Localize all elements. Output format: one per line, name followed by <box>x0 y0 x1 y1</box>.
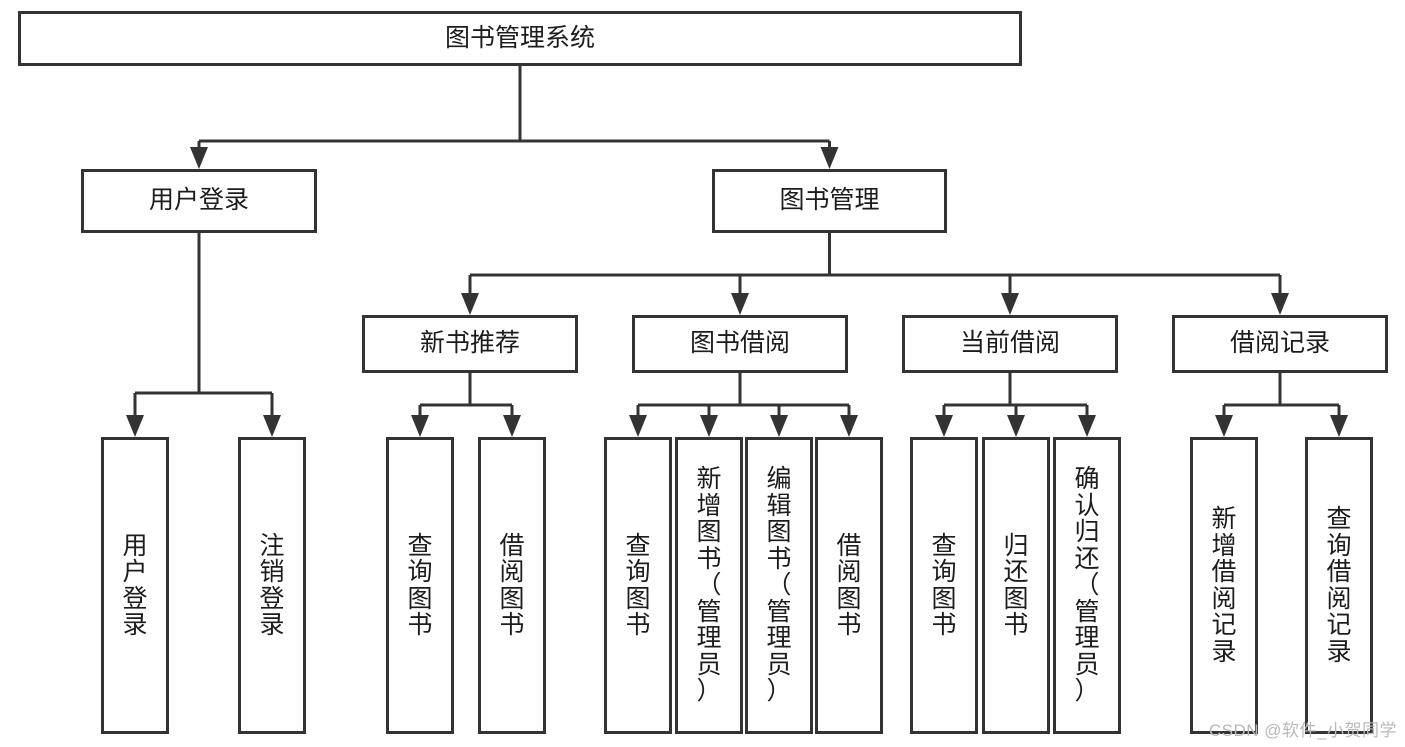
arrow-head-icon <box>1271 293 1289 315</box>
arrow-head-icon <box>770 415 788 437</box>
node-box-user-login[interactable] <box>81 169 317 233</box>
edges-layer <box>126 66 1348 437</box>
arrow-head-icon <box>1330 415 1348 437</box>
node-box-add-borrow-record[interactable] <box>1190 437 1258 734</box>
node-box-confirm-return[interactable] <box>1053 437 1121 734</box>
arrow-head-icon <box>1007 415 1025 437</box>
arrow-head-icon <box>700 415 718 437</box>
arrow-head-icon <box>190 147 208 169</box>
node-box-root[interactable] <box>18 11 1022 66</box>
node-box-query-book-1[interactable] <box>386 437 454 734</box>
node-box-book-manage[interactable] <box>712 169 947 233</box>
arrow-head-icon <box>263 415 281 437</box>
arrow-head-icon <box>411 415 429 437</box>
arrow-head-icon <box>731 293 749 315</box>
node-box-new-book-rec[interactable] <box>362 315 578 373</box>
node-box-borrow-book-2[interactable] <box>815 437 883 734</box>
arrow-head-icon <box>820 147 839 169</box>
arrow-head-icon <box>629 415 647 437</box>
arrow-head-icon <box>126 415 144 437</box>
arrow-head-icon <box>503 415 521 437</box>
arrow-head-icon <box>1078 415 1096 437</box>
arrow-head-icon <box>935 415 953 437</box>
node-box-borrow-record[interactable] <box>1172 315 1388 373</box>
node-box-user-login-do[interactable] <box>101 437 169 734</box>
node-box-book-borrow[interactable] <box>632 315 848 373</box>
arrow-head-icon <box>1001 293 1019 315</box>
node-box-edit-book[interactable] <box>745 437 813 734</box>
node-box-user-logout[interactable] <box>238 437 306 734</box>
node-box-query-book-2[interactable] <box>604 437 672 734</box>
arrow-head-icon <box>461 293 479 315</box>
boxes-layer <box>18 11 1388 734</box>
arrow-head-icon <box>840 415 858 437</box>
arrow-head-icon <box>1215 415 1233 437</box>
node-box-return-book[interactable] <box>982 437 1050 734</box>
watermark-label: CSDN @软件_小贺同学 <box>1208 721 1397 740</box>
node-box-query-book-3[interactable] <box>910 437 978 734</box>
node-box-add-book[interactable] <box>675 437 743 734</box>
node-box-borrow-book-1[interactable] <box>478 437 546 734</box>
node-box-current-borrow[interactable] <box>902 315 1118 373</box>
node-box-query-borrow-record[interactable] <box>1305 437 1373 734</box>
